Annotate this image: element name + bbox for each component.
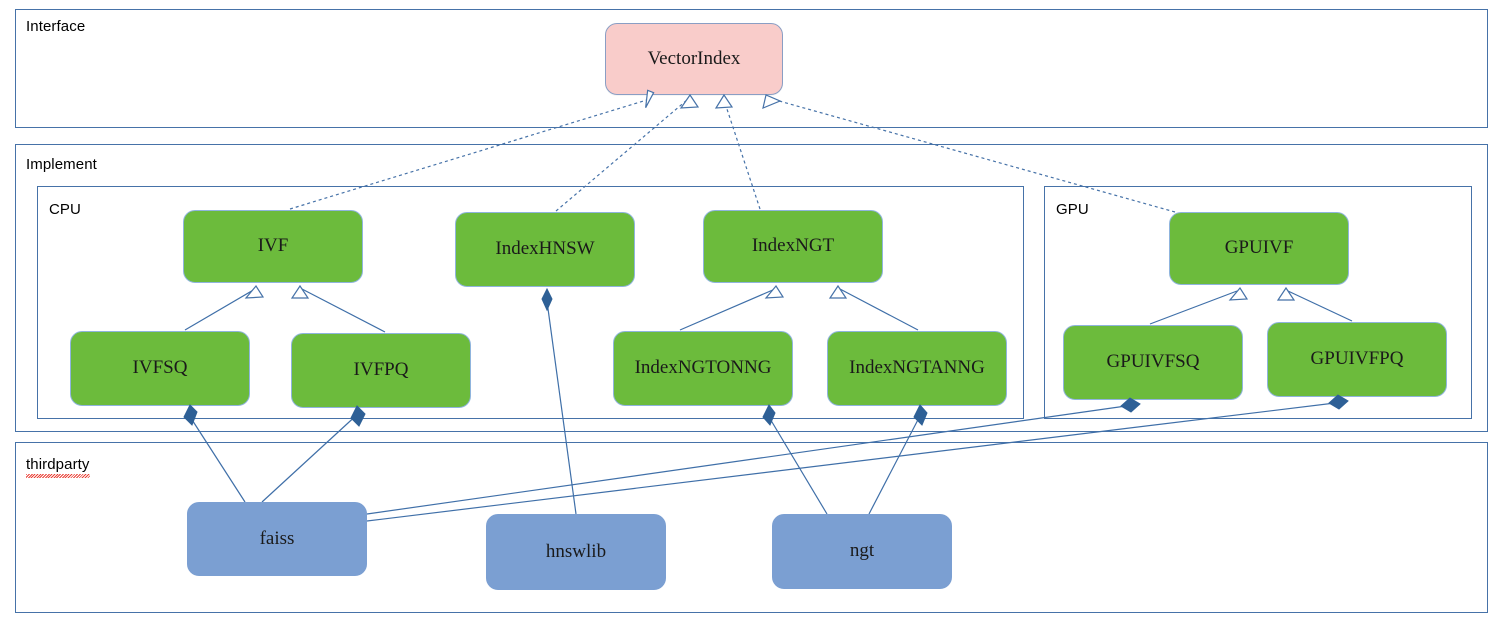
node-label-vectorindex: VectorIndex bbox=[647, 47, 741, 69]
node-gpuivf[interactable]: GPUIVF bbox=[1169, 212, 1349, 285]
node-label-gpuivfpq: GPUIVFPQ bbox=[1310, 348, 1404, 370]
node-ivfsq[interactable]: IVFSQ bbox=[70, 331, 250, 406]
container-label-interface: Interface bbox=[26, 18, 86, 35]
node-indexngt[interactable]: IndexNGT bbox=[703, 210, 883, 283]
node-label-gpuivfsq: GPUIVFSQ bbox=[1106, 351, 1200, 373]
container-label-gpu: GPU bbox=[1056, 201, 1089, 218]
container-label-implement: Implement bbox=[26, 156, 97, 173]
node-label-ivf: IVF bbox=[257, 235, 289, 257]
node-label-indexngtanng: IndexNGTANNG bbox=[849, 357, 985, 379]
spellcheck-squiggle bbox=[26, 474, 90, 478]
node-label-ngt: ngt bbox=[849, 540, 875, 562]
node-ivf[interactable]: IVF bbox=[183, 210, 363, 283]
container-label-cpu: CPU bbox=[49, 201, 81, 218]
node-gpuivfsq[interactable]: GPUIVFSQ bbox=[1063, 325, 1243, 400]
node-label-indexngtonng: IndexNGTONNG bbox=[634, 357, 772, 379]
node-faiss[interactable]: faiss bbox=[187, 502, 367, 576]
node-label-ivfsq: IVFSQ bbox=[132, 357, 188, 379]
node-indexngtonng[interactable]: IndexNGTONNG bbox=[613, 331, 793, 406]
container-label-thirdparty-text: thirdparty bbox=[26, 456, 90, 473]
node-label-gpuivf: GPUIVF bbox=[1224, 237, 1294, 259]
node-label-faiss: faiss bbox=[259, 527, 295, 549]
node-label-ivfpq: IVFPQ bbox=[353, 359, 409, 381]
node-label-hnswlib: hnswlib bbox=[545, 540, 607, 562]
node-gpuivfpq[interactable]: GPUIVFPQ bbox=[1267, 322, 1447, 397]
node-label-indexhnsw: IndexHNSW bbox=[495, 238, 595, 260]
node-ngt[interactable]: ngt bbox=[772, 514, 952, 589]
node-label-indexngt: IndexNGT bbox=[751, 235, 835, 257]
node-ivfpq[interactable]: IVFPQ bbox=[291, 333, 471, 408]
container-label-thirdparty: thirdparty bbox=[26, 456, 90, 478]
node-indexhnsw[interactable]: IndexHNSW bbox=[455, 212, 635, 287]
node-hnswlib[interactable]: hnswlib bbox=[486, 514, 666, 590]
node-vectorindex[interactable]: VectorIndex bbox=[605, 23, 783, 95]
node-indexngtanng[interactable]: IndexNGTANNG bbox=[827, 331, 1007, 406]
